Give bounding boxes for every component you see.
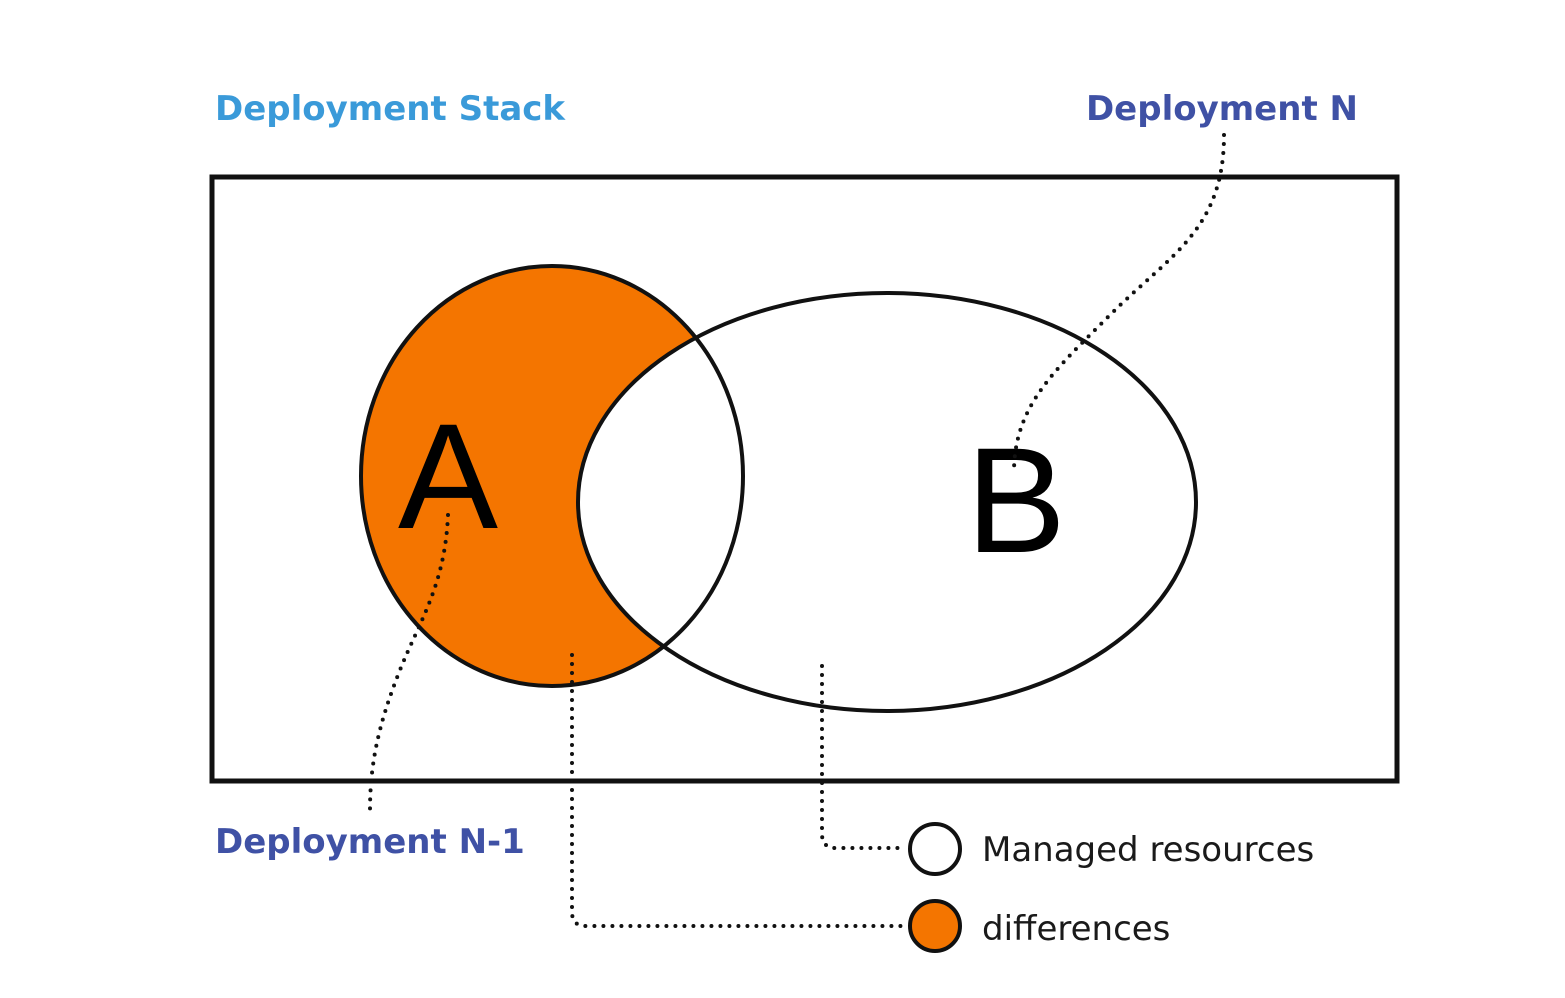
legend: Managed resources differences — [908, 822, 1314, 953]
legend-swatch-managed — [908, 822, 962, 876]
leader-deployment-n-minus-1 — [368, 513, 450, 812]
set-b-ellipse — [576, 291, 1198, 713]
deployment-n-minus-1-label: Deployment N-1 — [215, 822, 525, 862]
stack-boundary — [209, 174, 1400, 784]
set-a-outline — [359, 264, 745, 688]
legend-swatch-differences — [908, 899, 962, 953]
leader-managed-resources — [820, 664, 905, 850]
leader-deployment-n — [1012, 133, 1226, 472]
legend-label-managed: Managed resources — [982, 830, 1314, 870]
set-a-letter: A — [398, 392, 498, 560]
legend-label-differences: differences — [982, 909, 1170, 949]
deployment-n-label: Deployment N — [1086, 89, 1358, 129]
stack-label: Deployment Stack — [215, 89, 566, 129]
intersection-region — [578, 293, 743, 686]
set-b-letter: B — [966, 416, 1066, 584]
leader-differences — [570, 653, 905, 928]
